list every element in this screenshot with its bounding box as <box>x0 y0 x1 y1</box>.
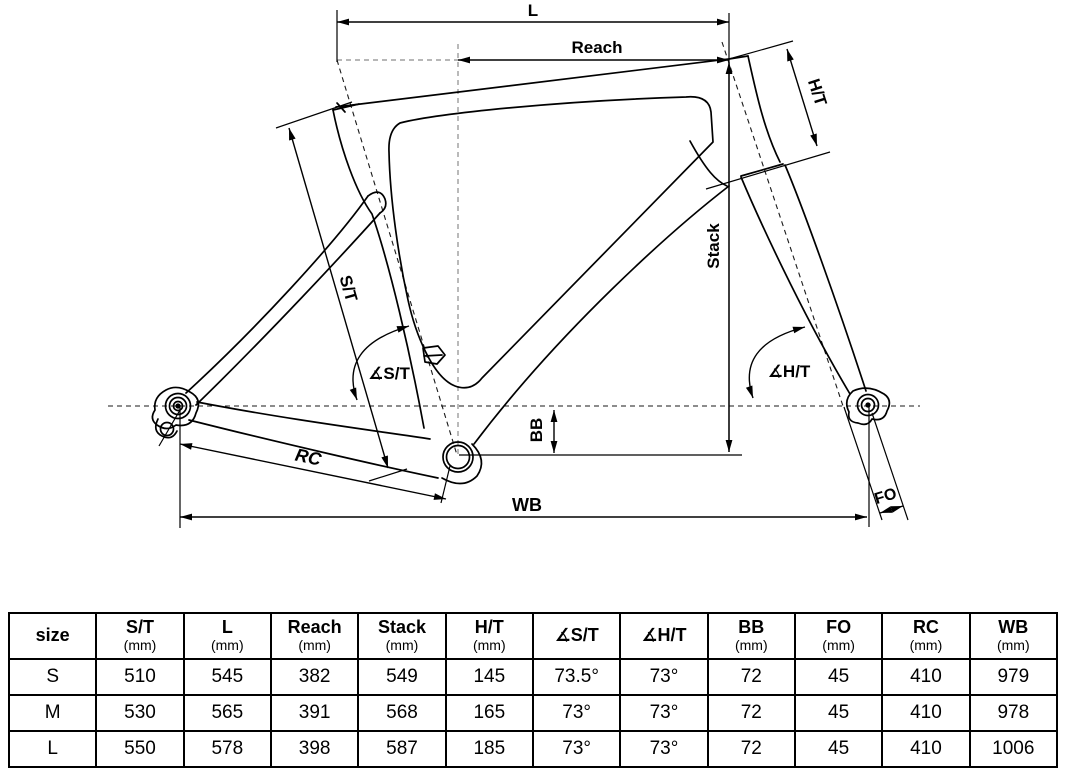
dim-ht <box>786 48 818 147</box>
col-fo: FO(mm) <box>793 612 884 660</box>
table-row-size-m: M 530 565 391 568 165 73° 73° 72 45 410 … <box>7 694 1059 732</box>
frame-outline <box>151 55 891 485</box>
label-reach: Reach <box>571 38 622 57</box>
label-bb: BB <box>527 418 546 443</box>
dim-fo <box>879 505 904 514</box>
label-ht: H/T <box>804 76 831 109</box>
arc-angle-ht <box>745 326 806 399</box>
label-stack: Stack <box>704 223 723 269</box>
steer-axis-extension <box>843 406 883 521</box>
axis-lines <box>108 41 920 456</box>
table-row-size-s: S 510 545 382 549 145 73.5° 73° 72 45 41… <box>7 658 1059 696</box>
col-angle-ht: ∡H/T <box>619 612 709 660</box>
extension-lines <box>158 10 909 528</box>
col-st: S/T(mm) <box>95 612 185 660</box>
label-rc: RC <box>293 445 324 470</box>
size-cell: L <box>7 730 98 768</box>
label-angle-ht: ∡H/T <box>768 362 811 381</box>
frame-geometry-diagram: L Reach Stack S/T H/T ∡S/T ∡H/T BB RC WB… <box>108 1 920 528</box>
label-l: L <box>528 1 538 20</box>
col-rc: RC(mm) <box>881 612 971 660</box>
col-bb: BB(mm) <box>706 612 796 660</box>
geometry-table: size S/T(mm) L(mm) Reach(mm) Stack(mm) H… <box>7 612 1059 768</box>
arc-angle-st <box>349 325 410 401</box>
col-reach: Reach(mm) <box>269 612 360 660</box>
dim-st <box>288 127 389 469</box>
col-stack: Stack(mm) <box>357 612 447 660</box>
geometry-drawing: L Reach Stack S/T H/T ∡S/T ∡H/T BB RC WB… <box>108 1 920 528</box>
geometry-table-header: size S/T(mm) L(mm) Reach(mm) Stack(mm) H… <box>7 612 1059 660</box>
col-wb: WB(mm) <box>968 612 1059 660</box>
label-angle-st: ∡S/T <box>368 364 410 383</box>
dimension-labels: L Reach Stack S/T H/T ∡S/T ∡H/T BB RC WB… <box>293 1 898 515</box>
seat-tube-axis <box>336 59 458 456</box>
dimension-lines <box>179 18 904 521</box>
axle-parallel-line <box>871 412 909 521</box>
col-ht: H/T(mm) <box>444 612 534 660</box>
size-cell: M <box>7 694 98 732</box>
table-row-size-l: L 550 578 398 587 185 73° 73° 72 45 410 … <box>7 730 1059 768</box>
steering-axis <box>721 41 845 410</box>
label-wb: WB <box>512 495 542 515</box>
col-angle-st: ∡S/T <box>531 612 622 660</box>
col-l: L(mm) <box>182 612 272 660</box>
label-fo: FO <box>873 485 899 508</box>
size-cell: S <box>7 658 98 696</box>
dim-rc <box>179 443 447 500</box>
col-size: size <box>7 612 98 660</box>
